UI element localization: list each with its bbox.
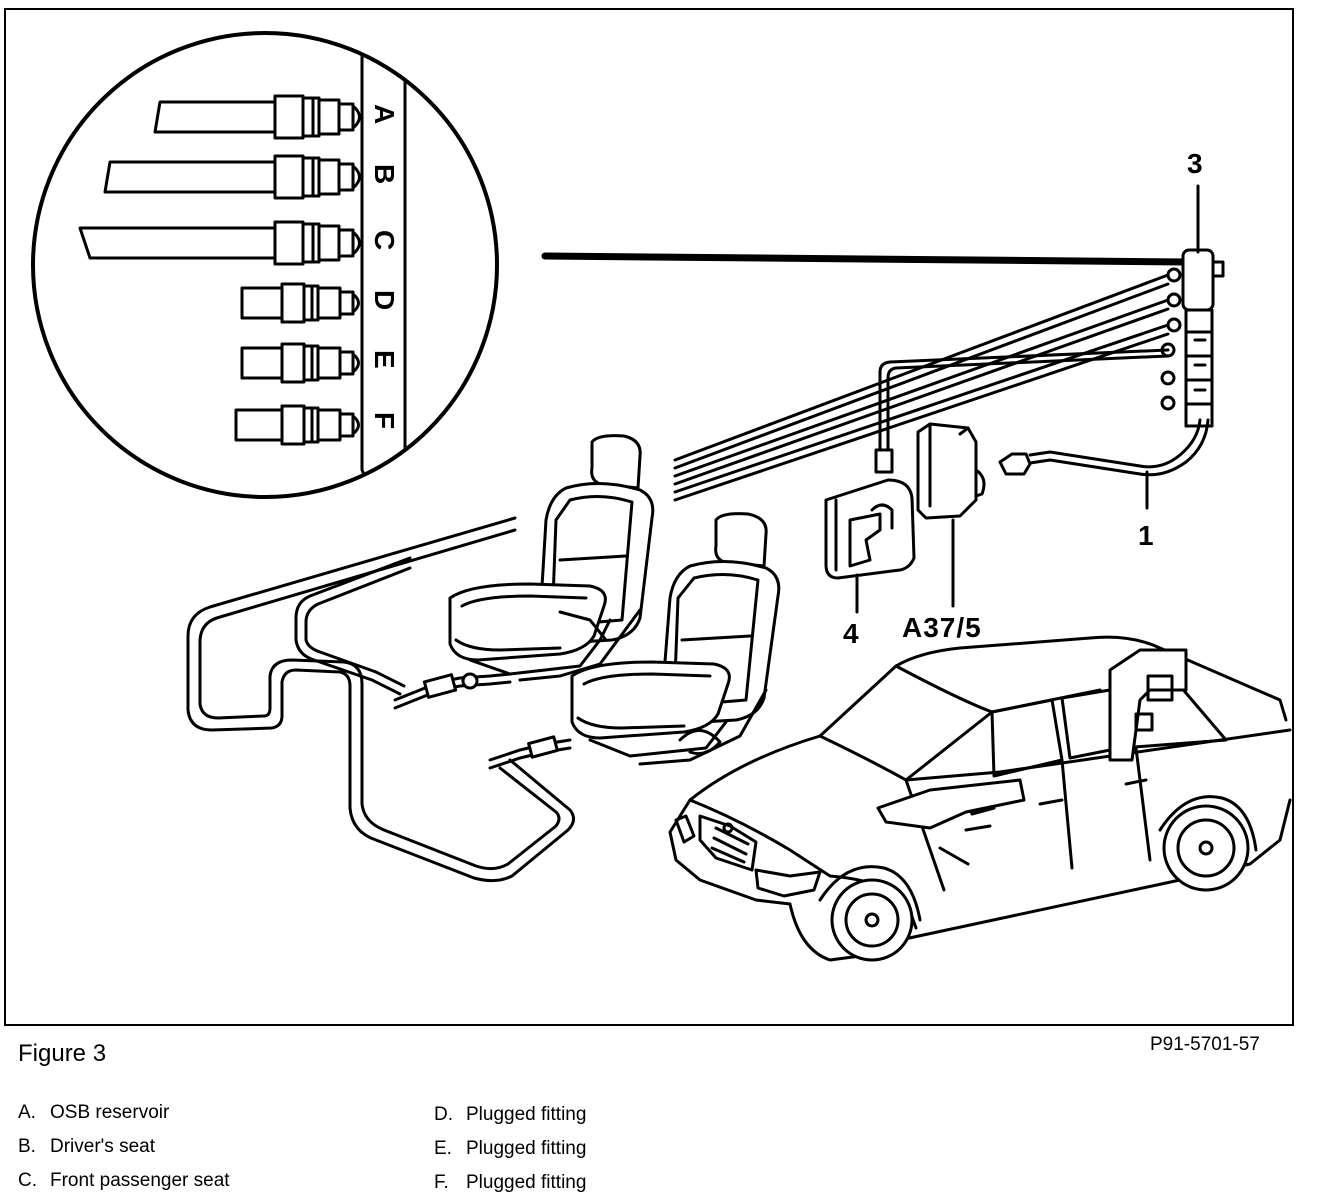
legend-key: E. (434, 1138, 452, 1159)
legend-item-f: F. Plugged fitting (434, 1172, 586, 1194)
legend-key: A. (18, 1102, 36, 1123)
legend-key: B. (18, 1136, 36, 1157)
legend-key: C. (18, 1170, 37, 1191)
legend-item-c: C. Front passenger seat (18, 1170, 230, 1192)
detail-plug-e (240, 342, 360, 384)
detail-letter-e: E (369, 350, 400, 369)
detail-hose-a (153, 94, 361, 140)
seat-hose-connectors (393, 672, 572, 770)
legend-text: Plugged fitting (466, 1172, 587, 1193)
callout-1: 1 (1138, 520, 1154, 551)
wiring-harness (998, 418, 1210, 477)
detail-letter-f: F (369, 412, 400, 430)
diagram-frame (4, 8, 1294, 1026)
legend-item-b: B. Driver's seat (18, 1136, 155, 1158)
car-body (668, 635, 1292, 962)
legend-item-e: E. Plugged fitting (434, 1138, 586, 1160)
detail-letter-d: D (369, 290, 400, 311)
callout-3: 3 (1187, 148, 1203, 179)
detail-magnifier (31, 31, 499, 499)
detail-hose-b (103, 154, 361, 200)
figure-caption: Figure 3 (18, 1040, 107, 1067)
legend-key: D. (434, 1104, 453, 1125)
figure-code: P91-5701-57 (1150, 1034, 1260, 1055)
legend-key: F. (434, 1172, 449, 1193)
detail-letter-c: C (369, 230, 400, 251)
detail-letter-b: B (369, 164, 400, 185)
legend-item-a: A. OSB reservoir (18, 1102, 169, 1124)
detail-hose-c (78, 220, 361, 266)
drivers-seat (448, 434, 655, 682)
legend-text: OSB reservoir (50, 1102, 170, 1123)
detail-letter-a: A (369, 104, 400, 125)
passenger-seat (570, 512, 781, 766)
legend-item-d: D. Plugged fitting (434, 1104, 586, 1126)
legend-text: Plugged fitting (466, 1104, 587, 1125)
detail-pointer-line (541, 252, 1189, 266)
control-module (916, 422, 986, 520)
pneumatic-pump (824, 448, 916, 580)
detail-plug-f (234, 404, 360, 446)
distributor-block (1160, 248, 1225, 428)
floor-pipe-loop (186, 516, 575, 883)
callout-4: 4 (843, 618, 859, 649)
callout-a37-5: A37/5 (902, 612, 982, 643)
detail-plug-d (240, 282, 360, 324)
legend-text: Plugged fitting (466, 1138, 587, 1159)
legend-text: Driver's seat (50, 1136, 155, 1157)
pipe-bundle (673, 273, 1170, 502)
legend-text: Front passenger seat (50, 1170, 230, 1191)
